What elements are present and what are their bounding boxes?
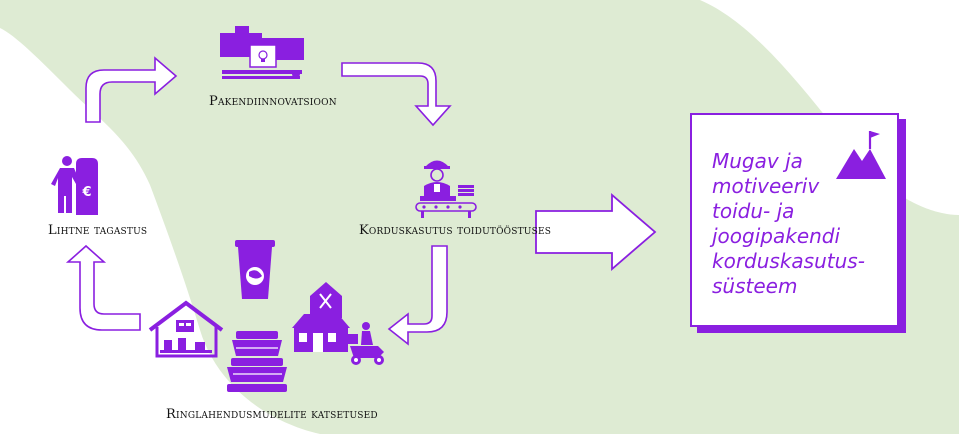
result-card: Mugav ja motiveeriv toidu- ja joogipaken… (690, 113, 899, 327)
arrow-innovation-to-industry (341, 62, 452, 127)
delivery-scooter-icon (347, 322, 384, 365)
factory-worker-icon (415, 160, 477, 218)
house-icon (148, 300, 224, 358)
arrow-industry-to-models (387, 245, 448, 346)
restaurant-icon (292, 282, 350, 352)
label-circular-models: Ringlahendusmudelite katsetused (166, 407, 378, 422)
arrow-models-to-return (65, 244, 141, 331)
reusable-containers-icon (227, 331, 287, 392)
packaging-machine-icon (220, 26, 304, 79)
label-food-industry-reuse: Korduskasutus toidutööstuses (359, 223, 552, 238)
coffee-cup-icon (235, 240, 275, 299)
label-easy-return: Lihtne tagastus (48, 223, 148, 238)
arrow-return-to-innovation (85, 56, 178, 123)
result-text: Mugav ja motiveeriv toidu- ja joogipaken… (712, 149, 865, 298)
deposit-return-icon: € (51, 156, 98, 215)
label-packaging-innovation: Pakendiinnovatsioon (209, 94, 337, 109)
arrow-to-result (535, 193, 657, 271)
svg-text:€: € (81, 185, 91, 200)
mountain-flag-icon (836, 131, 886, 179)
